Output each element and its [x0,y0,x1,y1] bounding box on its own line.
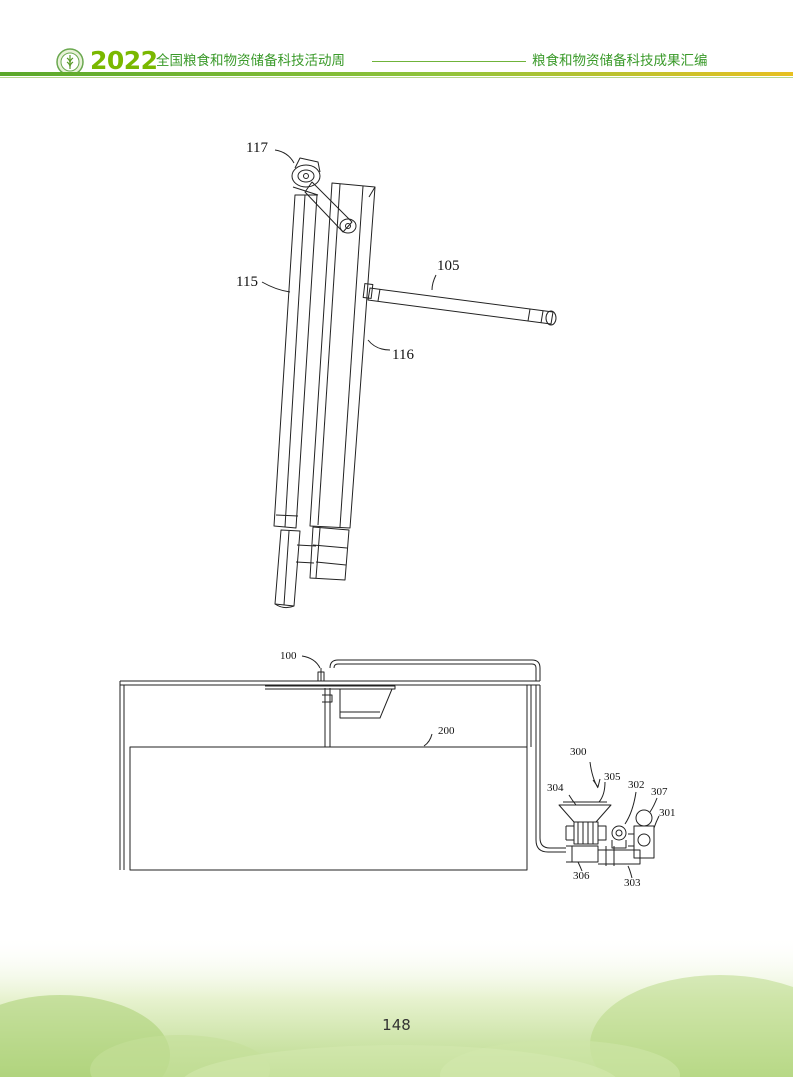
header-right-title: 粮食和物资储备科技成果汇编 [532,53,708,69]
label-305: 305 [604,771,621,783]
label-300: 300 [570,746,587,758]
label-115: 115 [236,274,258,290]
label-306: 306 [573,870,590,882]
label-200: 200 [438,725,455,737]
label-307: 307 [651,786,668,798]
emblem-logo-icon [56,48,84,76]
label-105: 105 [437,258,460,274]
label-116: 116 [392,347,414,363]
page-header: 2022 全国粮食和物资储备科技活动周 粮食和物资储备科技成果汇编 [0,40,793,84]
label-302: 302 [628,779,645,791]
header-year: 2022 [90,46,158,75]
header-color-bar [0,72,793,76]
label-301: 301 [659,807,676,819]
label-100: 100 [280,650,297,662]
header-left-title: 全国粮食和物资储备科技活动周 [156,53,345,69]
label-303: 303 [624,877,641,889]
bottom-technical-drawing [119,655,660,879]
label-117: 117 [246,140,268,156]
header-thin-line [0,77,793,78]
header-divider-line [372,61,526,62]
page-number: 148 [382,1016,411,1034]
footer-decoration [0,935,793,1077]
label-304: 304 [547,782,564,794]
top-technical-drawing [261,149,557,609]
